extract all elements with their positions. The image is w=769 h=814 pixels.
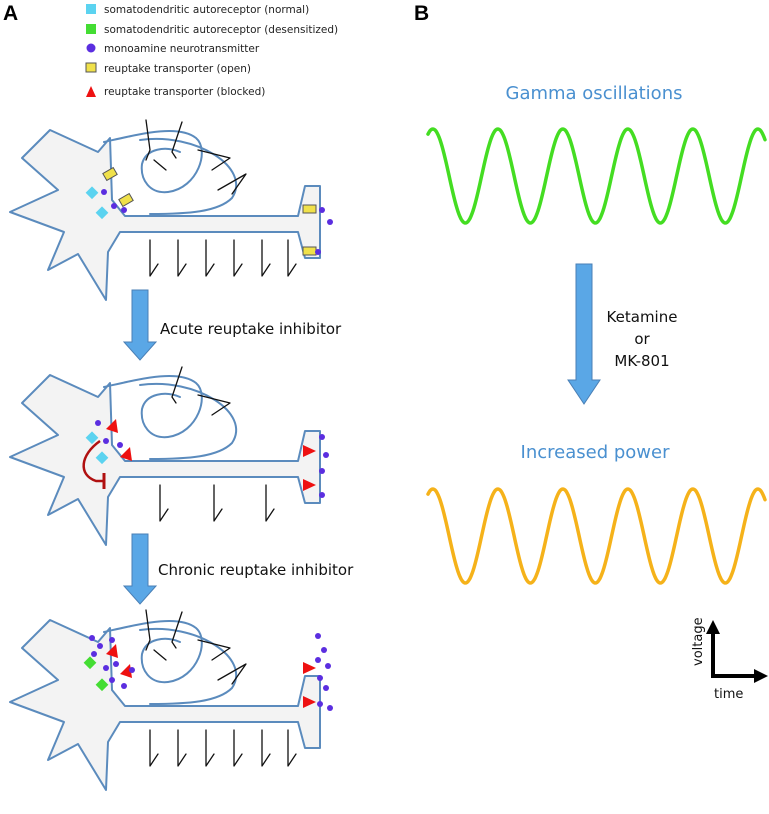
neuron-body [9,129,321,301]
neurotransmitter [315,633,321,639]
neuron-body [9,374,321,546]
legend-swatch-neurotransmitter [86,43,96,53]
down-arrow-icon [122,533,158,605]
neurotransmitter [317,675,323,681]
arrow-drug [567,263,601,405]
neuron-acute [9,366,329,546]
step-label-chronic: Chronic reuptake inhibitor [158,561,354,579]
transporter-blocked [120,664,132,678]
transporter-blocked [303,445,316,457]
neurotransmitter [317,701,323,707]
dendrite-collateral [139,382,238,460]
inhibition-arrow [82,439,104,483]
legend: somatodendritic autoreceptor (normal) so… [85,4,338,98]
transporter-blocked [303,479,316,491]
neuron-chronic [9,609,333,791]
neuron-baseline [9,119,333,301]
neurotransmitter [323,452,329,458]
dendrite-collateral [139,137,238,215]
increased-power-wave [426,487,767,585]
down-arrow-icon [567,263,601,405]
neurotransmitter [117,442,123,448]
neurotransmitter [327,705,333,711]
neurotransmitter [319,434,325,440]
neurotransmitter [111,203,117,209]
neurotransmitter [91,651,97,657]
autoreceptor-normal [85,186,99,200]
neurotransmitter [129,667,135,673]
neurotransmitter [315,657,321,663]
voltage-label: voltage [691,617,706,666]
drug-line-2: or [634,330,650,348]
arrow-up-icon [706,620,720,634]
dendrite-collateral [139,627,238,705]
neurotransmitter [95,420,101,426]
neurotransmitter [103,438,109,444]
arrow-acute: Acute reuptake inhibitor [122,289,342,361]
neurotransmitter [109,677,115,683]
neuron-body [9,619,321,791]
legend-swatch-autoreceptor-normal [86,4,96,14]
neurotransmitter [321,647,327,653]
transporter-blocked [120,447,132,461]
neurotransmitter [103,665,109,671]
neurotransmitter [327,219,333,225]
neurotransmitter [315,249,321,255]
spike-train-top [171,366,231,416]
transporter-blocked [106,419,118,433]
gamma-wave [426,127,767,225]
scale-bar: voltage time [691,617,768,702]
drug-line-3: MK-801 [614,352,669,370]
neurotransmitter [319,492,325,498]
legend-swatch-transporter-blocked [86,86,96,97]
spike-train-axon [149,239,297,277]
legend-label-transporter-blocked: reuptake transporter (blocked) [104,86,265,98]
neurotransmitter [121,207,127,213]
neurotransmitter [89,635,95,641]
transporter-open [302,246,317,256]
legend-label-transporter-open: reuptake transporter (open) [104,63,251,75]
neurotransmitter [325,663,331,669]
neurotransmitter [319,207,325,213]
neurotransmitter [113,661,119,667]
transporter-open [302,204,317,214]
legend-swatch-transporter-open [85,62,97,73]
drug-line-1: Ketamine [607,308,678,326]
spike-train-axon [149,729,297,767]
panel-a-letter: A [3,2,18,25]
transporter-open [118,192,134,208]
time-label: time [714,687,743,702]
neurotransmitter [323,685,329,691]
panel-b-letter: B [414,2,429,25]
transporter-blocked [303,696,316,708]
neurotransmitter [97,643,103,649]
down-arrow-icon [122,289,158,361]
spike-train-top [145,119,247,195]
step-label-acute: Acute reuptake inhibitor [160,320,342,338]
legend-swatch-autoreceptor-desensitized [86,24,96,34]
neurotransmitter [109,637,115,643]
neurotransmitter [319,468,325,474]
transporter-blocked [303,662,316,674]
neurotransmitter [121,683,127,689]
legend-label-autoreceptor-normal: somatodendritic autoreceptor (normal) [104,4,309,16]
transporter-blocked [106,644,118,658]
legend-label-autoreceptor-desensitized: somatodendritic autoreceptor (desensitiz… [104,24,338,36]
legend-label-neurotransmitter: monoamine neurotransmitter [104,43,260,55]
dendrite-loop [103,620,203,684]
increased-power-title: Increased power [521,442,671,463]
transporter-open [102,166,118,182]
arrow-chronic: Chronic reuptake inhibitor [122,533,354,605]
neurotransmitter [101,189,107,195]
dendrite-loop [103,130,203,194]
spike-train-axon [159,484,275,522]
spike-train-top [145,609,247,685]
arrow-right-icon [754,669,768,683]
gamma-title: Gamma oscillations [506,83,683,104]
dendrite-loop [103,375,203,439]
autoreceptor-normal [95,206,109,220]
